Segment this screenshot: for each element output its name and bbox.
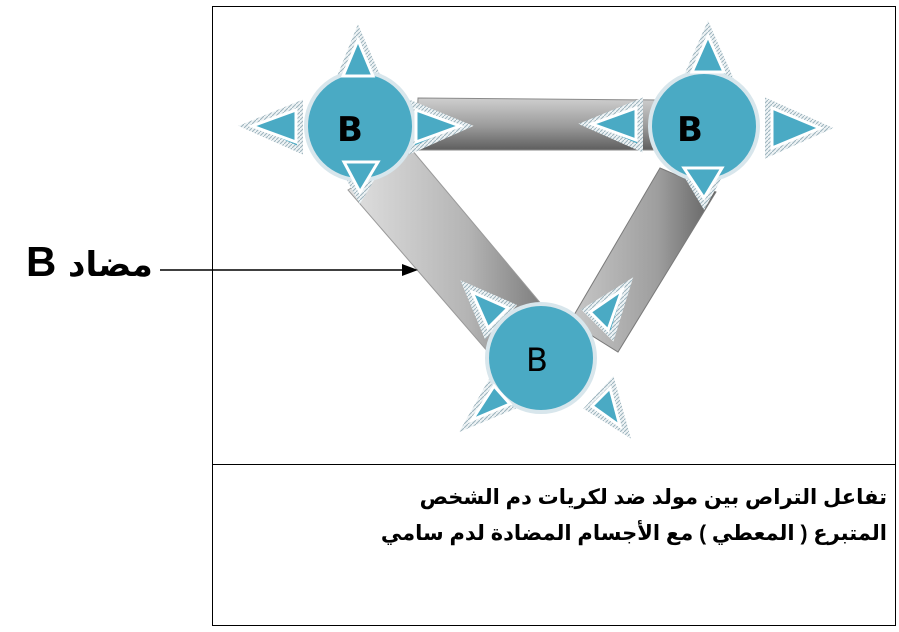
cell-body xyxy=(648,70,760,182)
antibody-label-arabic: مضاد xyxy=(68,246,153,284)
antibody-pointer-arrow xyxy=(160,264,418,276)
caption-line-1: تفاعل التراص بين مولد ضد لكريات دم الشخص xyxy=(419,486,887,509)
caption-divider xyxy=(212,464,896,465)
b-cell-left: B xyxy=(238,24,474,205)
diagram-caption: تفاعل التراص بين مولد ضد لكريات دم الشخص… xyxy=(227,480,887,552)
cell-letter: B xyxy=(677,110,703,150)
diagram-frame xyxy=(212,6,896,626)
caption-line-2: المتبرع ( المعطي ) مع الأجسام المضادة لد… xyxy=(380,522,887,545)
b-cell-right: B xyxy=(578,20,834,211)
b-cell-bottom: B xyxy=(459,277,634,439)
antibody-bridge-right xyxy=(569,167,717,353)
cell-letter: B xyxy=(337,110,363,150)
antigen-spikes-inner xyxy=(247,36,465,196)
antibody-label-letter: B xyxy=(26,238,57,285)
antibody-label: مضاد B xyxy=(26,238,153,286)
cell-body xyxy=(485,302,597,414)
cell-letter: B xyxy=(526,341,548,379)
